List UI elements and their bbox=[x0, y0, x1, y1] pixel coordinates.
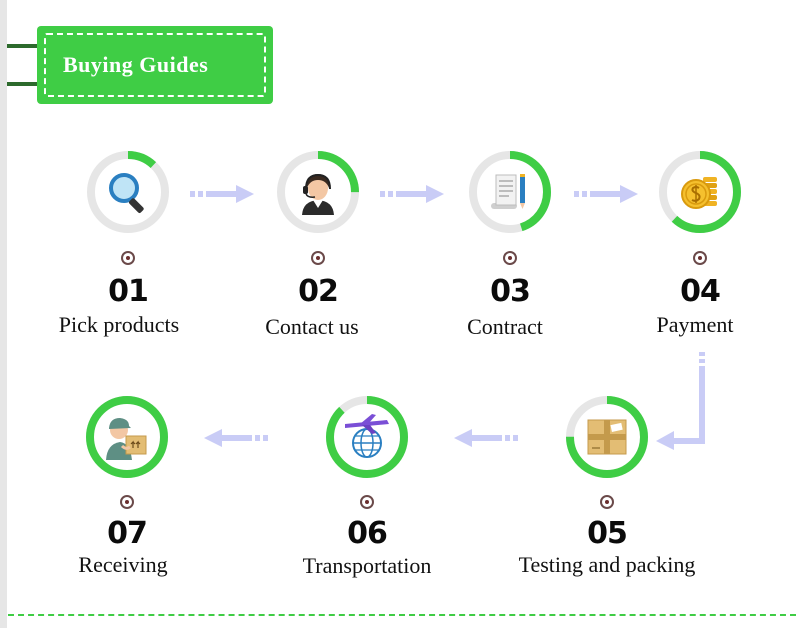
step-number: 06 bbox=[347, 516, 388, 551]
step-label: Contact us bbox=[265, 314, 359, 339]
title-banner-border bbox=[44, 33, 266, 97]
step-marker-dot bbox=[503, 251, 517, 265]
progress-ring-arc bbox=[566, 396, 648, 478]
step-marker-dot bbox=[311, 251, 325, 265]
step-marker-dot bbox=[600, 495, 614, 509]
progress-ring bbox=[325, 395, 409, 479]
step-number: 07 bbox=[107, 516, 148, 551]
progress-ring bbox=[658, 150, 742, 234]
step-label: Contract bbox=[467, 314, 543, 339]
left-rule bbox=[0, 0, 7, 628]
arrow-left-icon bbox=[204, 429, 268, 447]
step-04: 04 Payment bbox=[600, 150, 800, 370]
step-marker-dot bbox=[120, 495, 134, 509]
step-03: 03 Contract bbox=[409, 150, 609, 370]
globe-plane-icon bbox=[342, 412, 392, 462]
step-marker-dot bbox=[360, 495, 374, 509]
arrow-left-icon bbox=[454, 429, 518, 447]
step-number: 02 bbox=[298, 274, 339, 309]
page-title: Buying Guides bbox=[63, 52, 209, 77]
tab-line-top bbox=[7, 44, 39, 48]
progress-ring bbox=[468, 150, 552, 234]
progress-ring-arc bbox=[86, 396, 168, 478]
step-label: Receiving bbox=[78, 552, 168, 577]
step-number: 01 bbox=[108, 274, 149, 309]
arrow-right-icon bbox=[190, 185, 254, 203]
arrow-down-left-icon bbox=[656, 352, 705, 450]
progress-ring-arc bbox=[326, 396, 408, 478]
package-icon bbox=[582, 412, 632, 462]
progress-ring-arc bbox=[87, 151, 169, 233]
bottom-divider bbox=[8, 614, 796, 616]
progress-ring bbox=[276, 150, 360, 234]
step-01: 01 Pick products bbox=[20, 150, 220, 370]
step-02: 02 Contact us bbox=[218, 150, 418, 370]
step-07: 07 Receiving bbox=[60, 395, 260, 615]
progress-ring bbox=[85, 395, 169, 479]
arrow-right-icon bbox=[380, 185, 444, 203]
customer-service-icon bbox=[293, 167, 343, 217]
step-label: Testing and packing bbox=[518, 552, 696, 577]
contract-icon bbox=[485, 167, 535, 217]
step-label: Payment bbox=[656, 312, 734, 337]
arrow-right-icon bbox=[574, 185, 638, 203]
step-number: 04 bbox=[680, 274, 721, 309]
delivery-man-icon bbox=[102, 412, 152, 462]
step-06: 06 Transportation bbox=[300, 395, 500, 615]
tab-line-bottom bbox=[7, 82, 39, 86]
step-marker-dot bbox=[693, 251, 707, 265]
coins-icon bbox=[675, 167, 725, 217]
step-number: 05 bbox=[587, 516, 628, 551]
progress-ring-arc bbox=[659, 151, 741, 233]
step-marker-dot bbox=[121, 251, 135, 265]
title-banner: Buying Guides bbox=[37, 26, 273, 104]
step-label: Transportation bbox=[302, 553, 432, 578]
progress-ring bbox=[565, 395, 649, 479]
progress-ring-arc bbox=[469, 151, 551, 233]
progress-ring-arc bbox=[277, 151, 359, 233]
step-label: Pick products bbox=[58, 312, 180, 337]
progress-ring bbox=[86, 150, 170, 234]
magnifier-icon bbox=[103, 167, 153, 217]
step-number: 03 bbox=[490, 274, 531, 309]
step-05: 05 Testing and packing bbox=[519, 395, 740, 615]
